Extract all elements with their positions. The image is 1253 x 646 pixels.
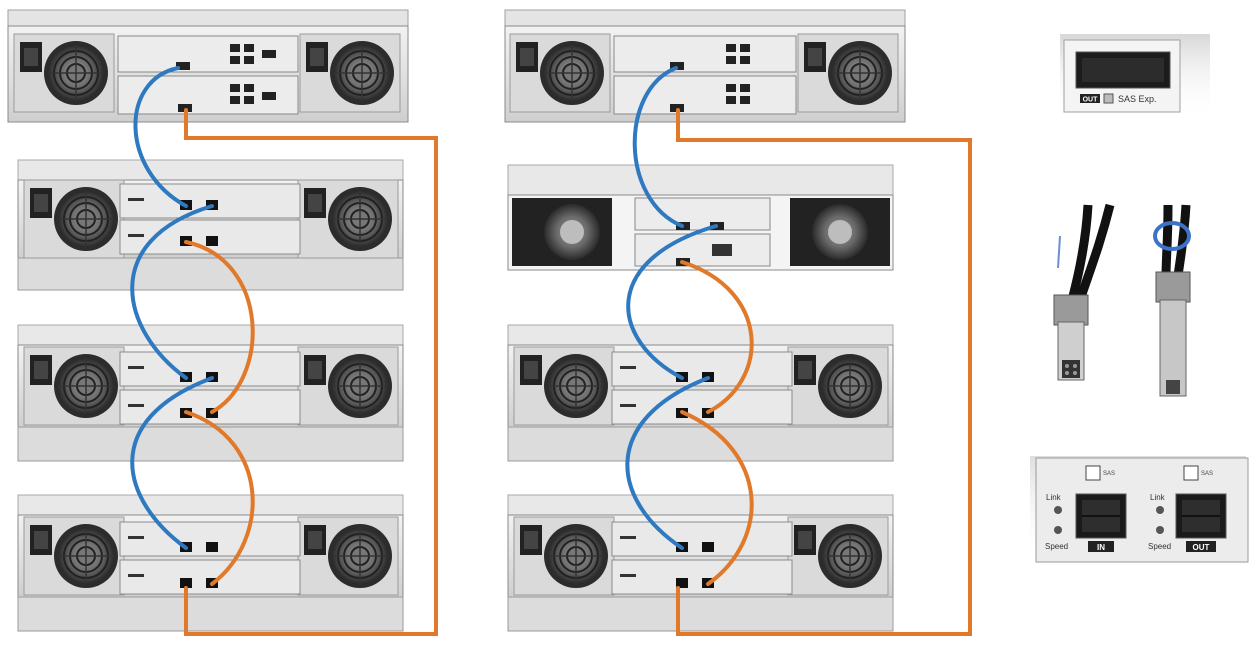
svg-text:SAS: SAS (1103, 471, 1115, 477)
controller-upper (117, 35, 299, 73)
io-out-speed-label: Speed (1148, 542, 1171, 551)
blue-cable-right (625, 66, 718, 550)
io-out-link-label: Link (1150, 493, 1166, 502)
mini-sas-hd-cable-icon (1053, 203, 1191, 397)
io-in-badge: IN (1097, 543, 1105, 552)
blue-cable-left (130, 66, 214, 550)
io-in-link-label: Link (1046, 493, 1062, 502)
expansion-shelf-3-right (507, 324, 894, 462)
svg-text:SAS: SAS (1201, 471, 1213, 477)
expansion-shelf-2-left (17, 324, 404, 462)
orange-cable-right (676, 108, 972, 636)
controller-lower (117, 75, 299, 115)
io-out-badge: OUT (1193, 543, 1210, 552)
sas-exp-label: SAS Exp. (1118, 94, 1157, 104)
io-out-speed-led (1156, 526, 1164, 534)
head-unit-right (504, 9, 906, 123)
io-in-link-led (1054, 506, 1062, 514)
io-module-closeup: SAS Link Speed IN SAS Link Speed OUT (1030, 456, 1249, 566)
io-in-speed-led (1054, 526, 1062, 534)
expansion-shelf-3-left (17, 494, 404, 632)
expansion-shelf-4-right (507, 494, 894, 632)
orange-cable-left (184, 108, 438, 636)
io-port-out: SAS Link Speed OUT (1148, 465, 1227, 552)
sas-exp-card-closeup: OUT SAS Exp. (1060, 34, 1210, 120)
io-port-in: SAS Link Speed IN (1045, 465, 1127, 552)
io-in-speed-label: Speed (1045, 542, 1068, 551)
expansion-shelf-2u-right (507, 164, 894, 271)
io-out-link-led (1156, 506, 1164, 514)
expansion-shelf-1-left (17, 159, 404, 291)
sas-exp-out-badge: OUT (1083, 97, 1099, 104)
head-unit-left (7, 9, 409, 123)
